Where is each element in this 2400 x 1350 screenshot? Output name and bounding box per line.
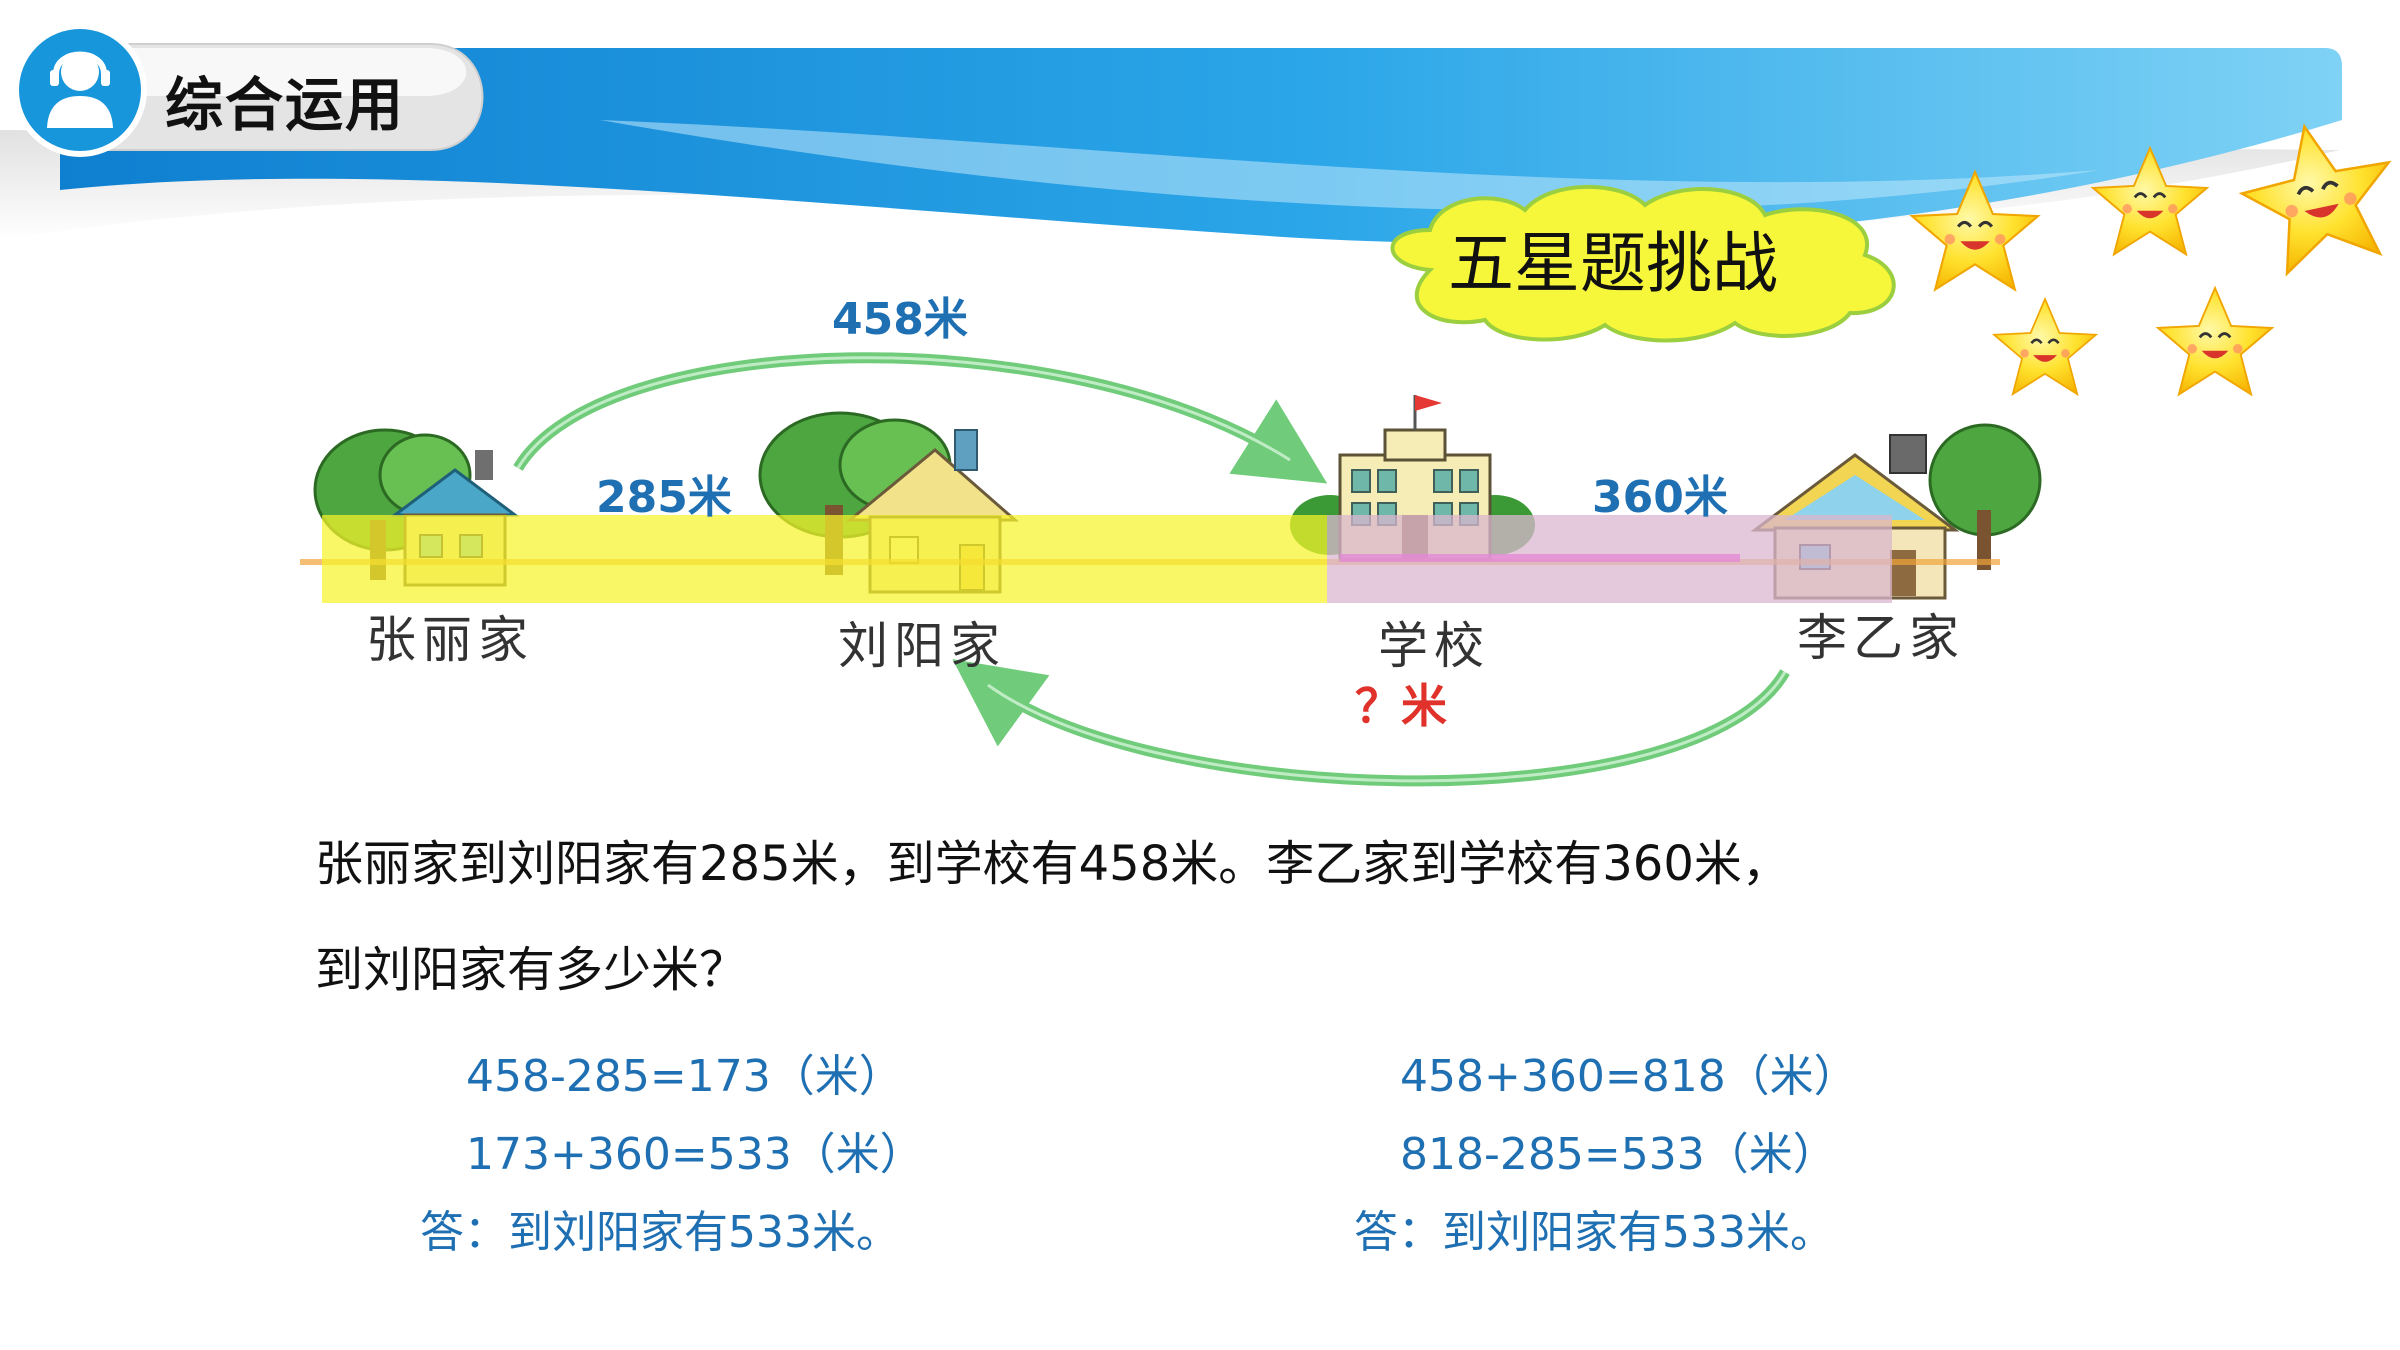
label-li-to-school: 360米 [1592,472,1728,523]
page-title: 综合运用 [165,71,406,139]
solution-b-answer: 答：到刘阳家有533米。 [1354,1207,1834,1258]
solution-a-answer: 答：到刘阳家有533米。 [420,1207,900,1258]
place-school: 学校 [1378,617,1490,675]
problem-line-1: 张丽家到刘阳家有285米，到学校有458米。李乙家到学校有360米， [315,836,1790,892]
star-icon [2091,146,2209,256]
solution-b-step-1: 458+360=818（米） [1400,1051,1858,1102]
banner-light-streak [600,120,2100,211]
solution-b-step-2: 818-285=533（米） [1400,1129,1837,1180]
problem-line-2: 到刘阳家有多少米？ [315,942,748,998]
label-zhang-to-school: 458米 [832,294,968,345]
place-liu-home: 刘阳家 [838,617,1006,675]
star-icon [1910,170,2040,292]
distance-diagram [300,352,2042,787]
challenge-cloud [1390,184,1896,343]
place-zhang-home: 张丽家 [366,611,534,669]
title-pill [13,23,484,157]
solution-a-step-2: 173+360=533（米） [466,1129,924,1180]
star-icon [2156,286,2274,396]
highlight-zhang-to-school [322,515,1327,603]
headset-person-icon [47,51,113,128]
label-zhang-to-liu: 285米 [596,472,732,523]
star-icon [2229,109,2400,282]
label-li-to-liu-unknown: ？米 [1355,679,1447,733]
place-li-home: 李乙家 [1797,609,1965,667]
challenge-label: 五星题挑战 [1448,225,1778,302]
solution-a-step-1: 458-285=173（米） [466,1051,903,1102]
